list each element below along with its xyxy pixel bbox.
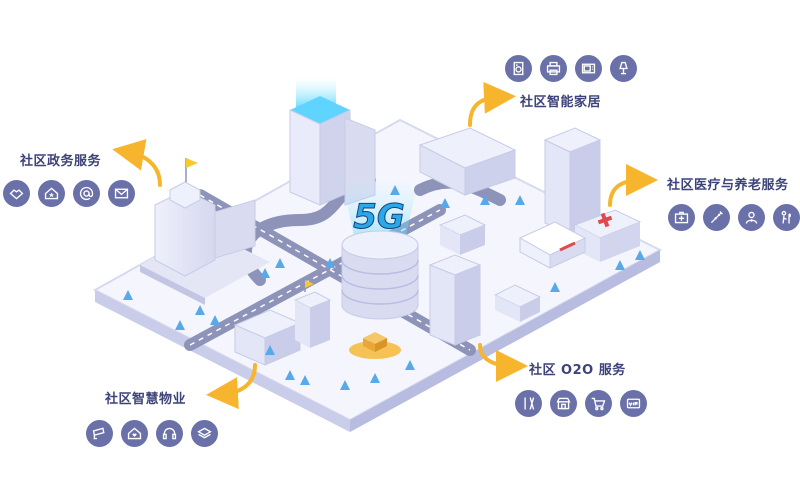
5g-badge: 5G: [353, 197, 405, 237]
module-icons-o2o: [515, 390, 647, 417]
module-title-smart-home: 社区智能家居: [520, 95, 602, 110]
vip-card-icon: [620, 390, 647, 417]
printer-icon: [540, 55, 567, 82]
cctv-camera-icon: [86, 420, 113, 447]
package-platform: [349, 332, 401, 359]
module-title-property: 社区智慧物业: [105, 392, 187, 407]
o2o-buildings: [428, 214, 542, 346]
module-icons-property: [86, 420, 218, 447]
handshake-icon: [3, 180, 30, 207]
module-title-o2o: 社区 O2O 服务: [529, 363, 626, 378]
doctor-icon: [738, 204, 765, 231]
government-building: [140, 158, 270, 305]
elderly-icon: [773, 204, 800, 231]
module-icons-gov: [3, 180, 135, 207]
headset-icon: [156, 420, 183, 447]
ambulance: [518, 221, 587, 269]
service-arrows: [112, 81, 658, 410]
module-icons-smart-home: [505, 55, 637, 82]
house-star-icon: [38, 180, 65, 207]
mail-icon: [108, 180, 135, 207]
hospital-tower: [543, 127, 642, 262]
module-icons-medical: [668, 204, 800, 231]
at-sign-icon: [73, 180, 100, 207]
cart-icon: [585, 390, 612, 417]
trees: [123, 185, 645, 390]
tools-icon: [515, 390, 542, 417]
first-aid-kit-icon: [668, 204, 695, 231]
smart-home-building: [418, 127, 517, 196]
syringe-icon: [703, 204, 730, 231]
module-title-medical: 社区医疗与养老服务: [667, 178, 789, 193]
module-title-gov: 社区政务服务: [20, 154, 102, 169]
layers-icon: [191, 420, 218, 447]
microwave-icon: [575, 55, 602, 82]
house-heart-icon: [121, 420, 148, 447]
shop-icon: [550, 390, 577, 417]
washer-icon: [505, 55, 532, 82]
lamp-icon: [610, 55, 637, 82]
